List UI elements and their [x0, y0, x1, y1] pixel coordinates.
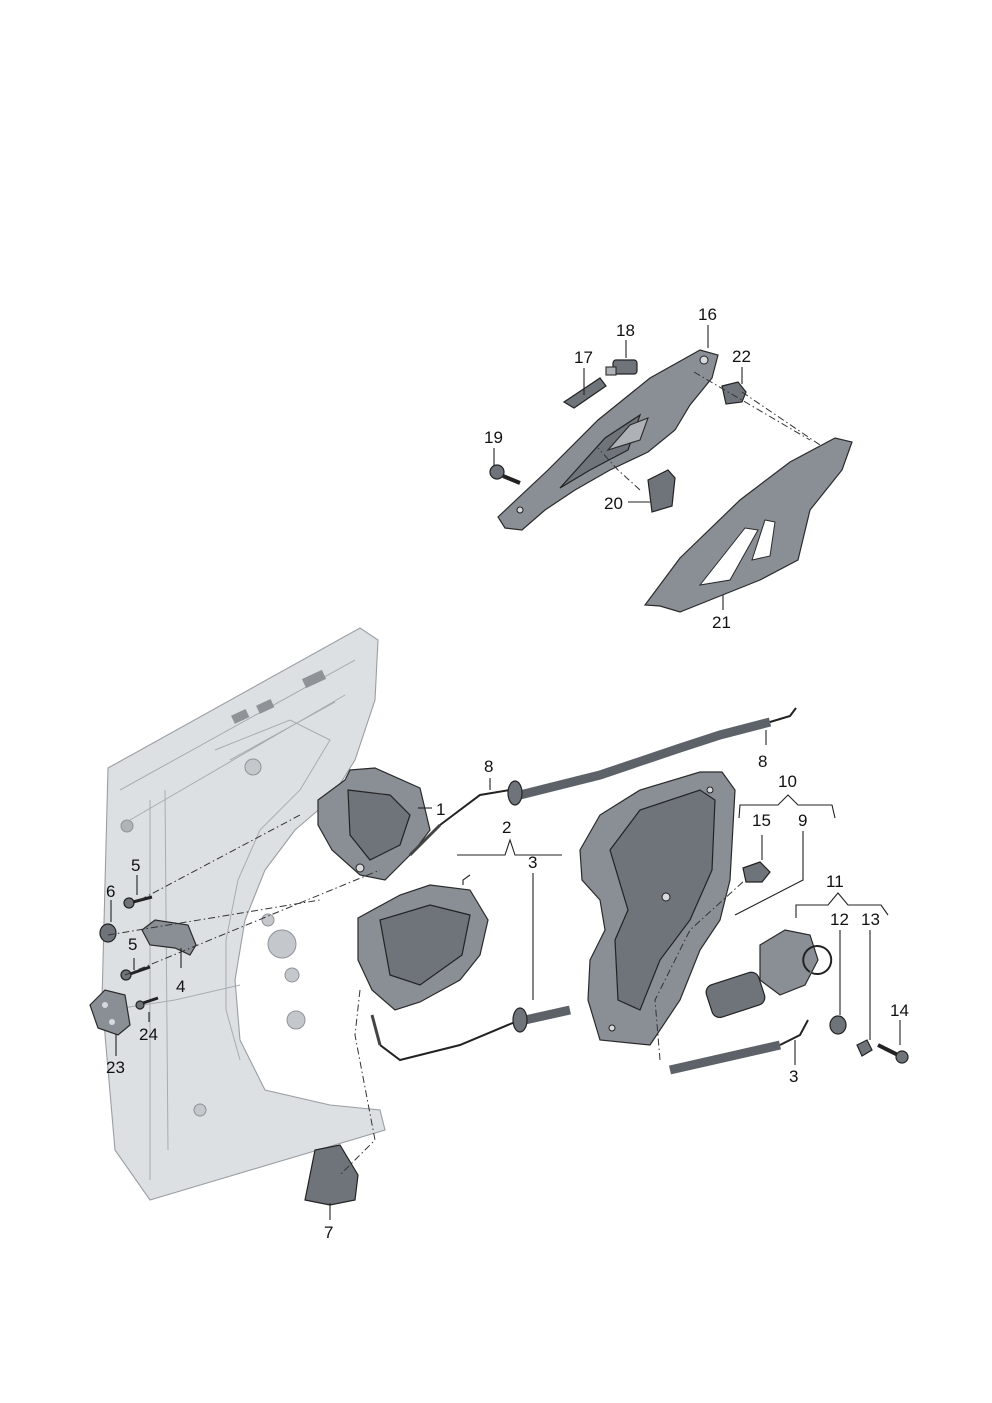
screw-5a [123, 895, 153, 909]
callout-labels: 1 2 3 3 4 5 5 6 7 8 8 9 10 11 12 13 14 1… [106, 305, 909, 1242]
bolt-14 [877, 1043, 909, 1064]
callout-9: 9 [798, 811, 807, 830]
bush-13 [856, 1039, 873, 1057]
door-lock-1 [317, 767, 431, 881]
callout-6: 6 [106, 882, 115, 901]
regulator-panel-9 [579, 771, 736, 1046]
motor-11 [705, 929, 833, 1019]
callout-5-lower: 5 [128, 935, 137, 954]
callout-8-right: 8 [758, 752, 767, 771]
callout-3-lower: 3 [789, 1067, 798, 1086]
door-shell [101, 627, 386, 1201]
callout-2: 2 [502, 818, 511, 837]
callout-18: 18 [616, 321, 635, 340]
trim-cover-21 [643, 437, 853, 613]
bracket-7 [304, 1144, 359, 1206]
reference-lines [107, 371, 821, 1176]
callout-20: 20 [604, 494, 623, 513]
callout-5-upper: 5 [131, 856, 140, 875]
clip-22 [721, 381, 747, 405]
callout-19: 19 [484, 428, 503, 447]
screw-5b [120, 965, 151, 981]
callout-7: 7 [324, 1223, 333, 1242]
leader-lines [110, 325, 901, 1220]
screw-19 [489, 464, 521, 485]
callout-8-left: 8 [484, 757, 493, 776]
callout-17: 17 [574, 348, 593, 367]
insert-20 [647, 469, 676, 513]
callout-1: 1 [436, 800, 445, 819]
callout-11: 11 [826, 872, 844, 891]
callout-10: 10 [778, 772, 797, 791]
seal-4 [141, 919, 197, 956]
callout-14: 14 [890, 1001, 909, 1020]
cable-3 [370, 1005, 809, 1075]
callout-12: 12 [830, 910, 849, 929]
cable-8 [408, 707, 797, 857]
clip-18 [605, 359, 638, 376]
callout-4: 4 [176, 977, 185, 996]
grommet-12 [829, 1015, 847, 1035]
callout-3-upper: 3 [528, 853, 537, 872]
screw-24 [135, 996, 159, 1010]
callout-13: 13 [861, 910, 880, 929]
handle-cover-17 [562, 377, 607, 409]
handle-bracket-16 [497, 349, 719, 531]
callout-22: 22 [732, 347, 751, 366]
door-lock-2 [357, 884, 489, 1011]
damper-15 [742, 861, 771, 883]
striker-plate-23 [89, 989, 131, 1036]
cap-6 [99, 923, 117, 943]
callout-15: 15 [752, 811, 771, 830]
callout-24: 24 [139, 1025, 158, 1044]
callout-16: 16 [698, 305, 717, 324]
callout-21: 21 [712, 613, 731, 632]
callout-23: 23 [106, 1058, 125, 1077]
